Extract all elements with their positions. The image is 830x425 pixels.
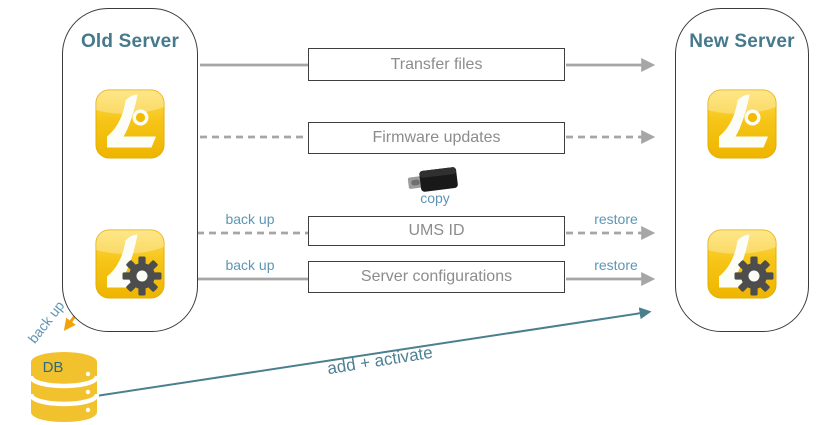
firmware-updates-label: Firmware updates [372, 129, 501, 146]
add-activate-label: add + activate [325, 342, 434, 379]
transfer-files-box: Transfer files [308, 48, 565, 81]
restore-ums-label: restore [594, 211, 638, 227]
igel-ums-gear-icon [95, 229, 165, 299]
gear-icon [734, 256, 774, 296]
usb-stick-icon [407, 167, 458, 192]
firmware-updates-box: Firmware updates [308, 122, 565, 154]
backup-ums-label: back up [225, 211, 275, 227]
ums-id-box: UMS ID [308, 216, 565, 246]
db-backup-label: back up [24, 297, 68, 347]
ums-id-label: UMS ID [408, 222, 465, 239]
old-server-title: Old Server [80, 31, 180, 52]
backup-config-label: back up [225, 257, 275, 273]
server-configurations-box: Server configurations [308, 261, 565, 293]
transfer-files-label: Transfer files [390, 55, 483, 73]
db-label: DB [42, 359, 64, 376]
copy-label: copy [420, 190, 450, 206]
igel-ums-icon [95, 89, 165, 159]
igel-ums-gear-icon [707, 229, 777, 299]
new-server-title: New Server [689, 31, 795, 52]
new-server-box: New Server [675, 8, 809, 332]
database-cylinder-icon [28, 352, 100, 422]
restore-config-label: restore [594, 257, 638, 273]
gear-icon [122, 256, 162, 296]
server-configurations-label: Server configurations [360, 268, 513, 285]
old-server-box: Old Server [62, 8, 198, 332]
igel-ums-icon [707, 89, 777, 159]
